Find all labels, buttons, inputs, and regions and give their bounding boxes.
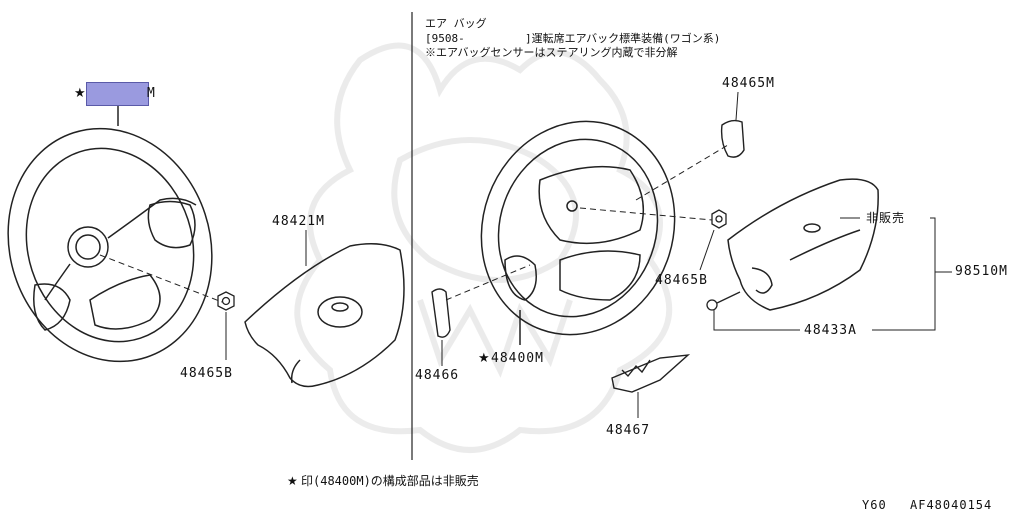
label-48467[interactable]: 48467: [606, 423, 651, 438]
figure-code: AF48040154: [910, 498, 993, 512]
bracket-48467: [611, 354, 691, 393]
label-48433A[interactable]: 48433A: [804, 323, 857, 338]
left-wheel-star: ★: [74, 86, 87, 101]
label-48465B-right[interactable]: 48465B: [655, 273, 708, 288]
left-pad-48421M: [244, 243, 405, 388]
footer-note: 印(48400M)の構成部品は非販売: [301, 474, 479, 488]
header-bracket: [9508-: [425, 32, 465, 45]
left-nut-48465B: [217, 291, 235, 311]
leader-98510M: [930, 217, 936, 331]
model-code: Y60: [862, 498, 887, 512]
label-48400M-star: ★: [478, 351, 491, 366]
label-48400M[interactable]: 48400M: [491, 351, 544, 366]
piece-48466: [431, 288, 451, 338]
label-48421M[interactable]: 48421M: [272, 214, 325, 229]
leader-48466-dash: [445, 264, 531, 301]
cover-48465M: [720, 119, 745, 158]
leader-right-cover: [635, 144, 729, 201]
leader-48465B-right: [699, 229, 715, 271]
right-nut-48465B: [711, 209, 727, 229]
left-wheel-suffix: M: [147, 86, 156, 101]
header-sensor-note: ※エアバッグセンサーはステアリング内蔵で非分解: [425, 46, 678, 59]
leader-48465M: [735, 91, 739, 121]
header-airbag-std: ]運転席エアバック標準装備(ワゴン系): [525, 32, 721, 45]
header-title: エア バッグ: [425, 17, 487, 30]
bolt-48433A: [706, 291, 741, 311]
leader-right-upper: [579, 207, 713, 221]
label-48466[interactable]: 48466: [415, 368, 460, 383]
label-48465B-left[interactable]: 48465B: [180, 366, 233, 381]
watermark-crest: [294, 42, 673, 453]
label-98510M[interactable]: 98510M: [955, 264, 1008, 279]
right-pad-98510M: [727, 178, 879, 311]
right-steering-wheel: [480, 120, 676, 345]
label-48465M[interactable]: 48465M: [722, 76, 775, 91]
leader-left-hub: [99, 254, 223, 303]
footer-star: ★: [287, 474, 298, 488]
selected-part-highlight[interactable]: [86, 82, 149, 106]
leader-48433A: [713, 310, 800, 331]
left-steering-wheel: [7, 106, 213, 363]
label-hisanbai: 非販売: [866, 211, 906, 225]
